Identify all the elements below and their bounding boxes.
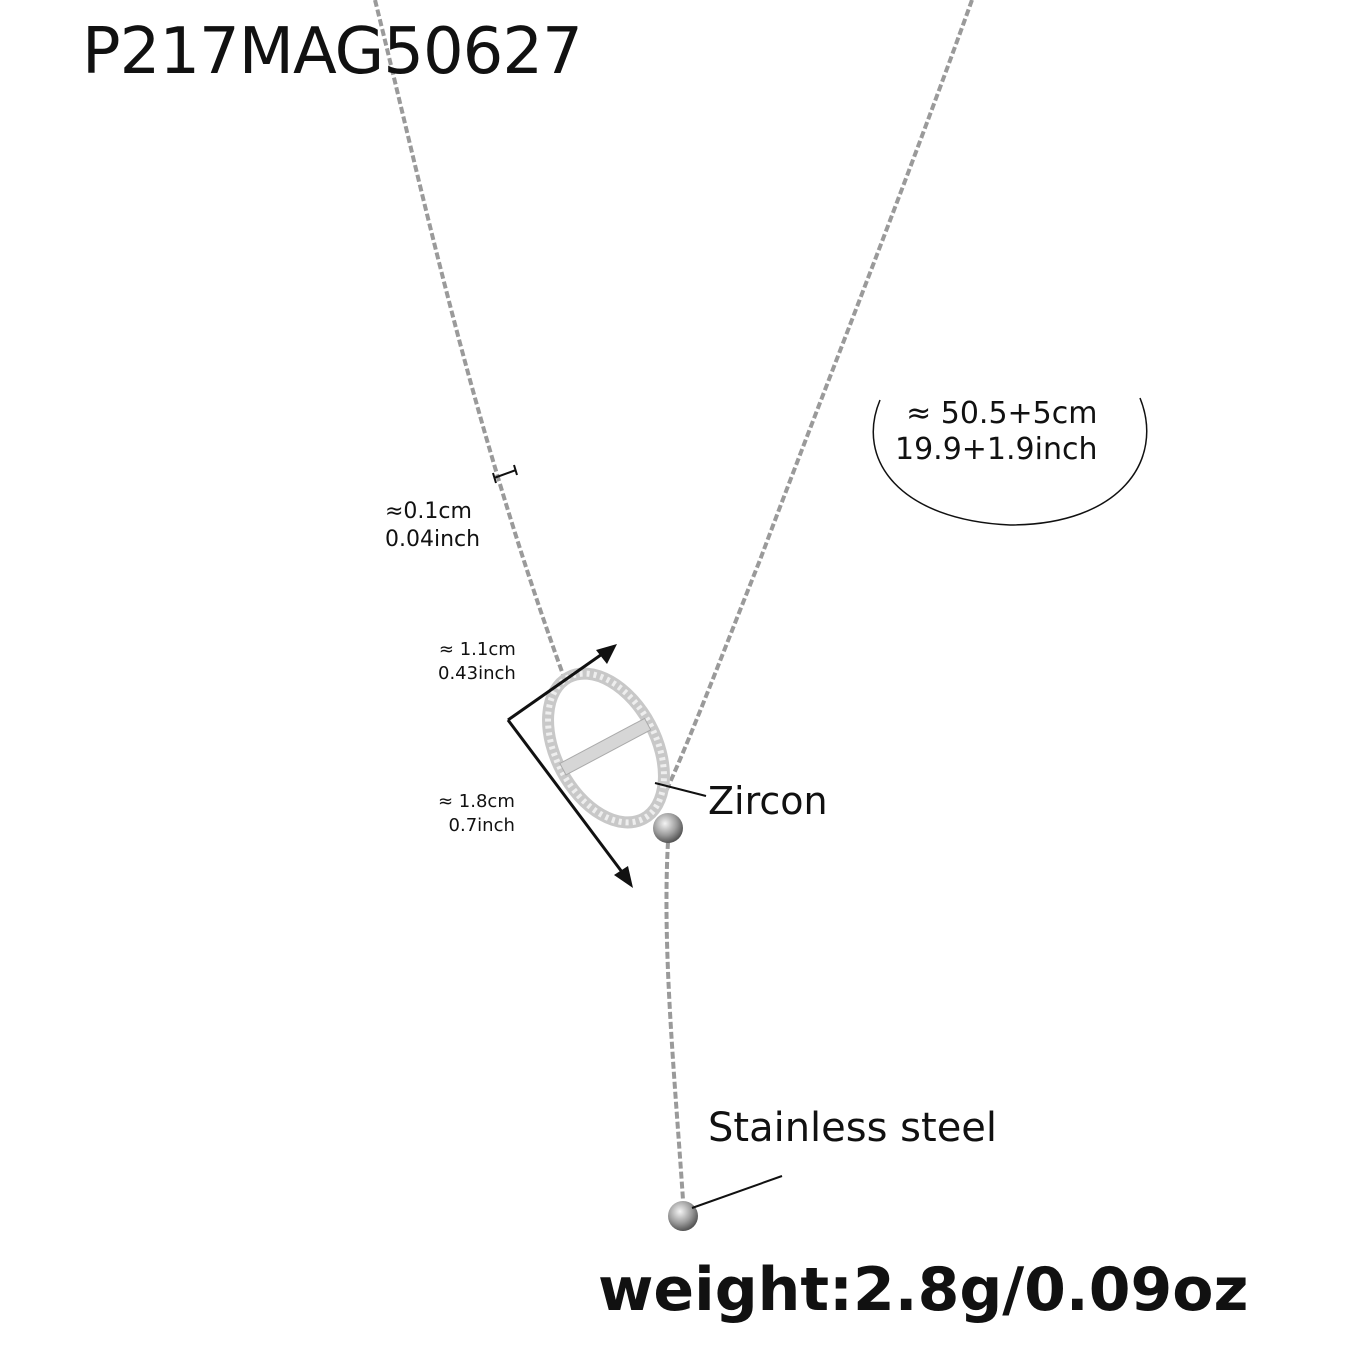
length-cm: ≈ 50.5+5cm [906,396,1098,431]
chain-left-strand [373,0,567,681]
product-code: P217MAG50627 [82,15,583,89]
pendant-height-cm: ≈ 1.8cm [438,791,515,812]
chain [373,0,974,1201]
height-arrow-line [506,719,624,873]
chain-drop [664,841,685,1201]
steel-leader [691,1175,783,1209]
chain-right-strand [660,0,974,801]
weight-label: weight:2.8g/0.09oz [598,1255,1249,1325]
zircon-label: Zircon [708,779,828,823]
arrowhead-up-icon [596,644,617,664]
end-bead [668,1201,698,1231]
chain-width-marker [492,464,518,484]
chain-width-annotation: ≈0.1cm 0.04inch [385,498,480,554]
pendant-width-annotation: ≈ 1.1cm 0.43inch [438,638,516,686]
length-inch: 19.9+1.9inch [895,432,1098,467]
length-oval [872,397,1148,526]
pendant-height-inch: 0.7inch [448,815,515,836]
slider-bead [653,813,683,843]
pendant-width-cm: ≈ 1.1cm [438,639,516,660]
width-arrow-line [507,650,606,722]
pendant-height-annotation: ≈ 1.8cm 0.7inch [438,790,515,838]
length-annotation: ≈ 50.5+5cm 19.9+1.9inch [895,396,1098,468]
chain-width-inch: 0.04inch [385,527,481,552]
material-label: Stainless steel [708,1105,998,1151]
pendant-width-inch: 0.43inch [438,663,516,684]
chain-width-cm: ≈0.1cm [385,499,472,524]
arrowhead-down-icon [614,866,633,888]
zircon-leader [654,782,707,797]
